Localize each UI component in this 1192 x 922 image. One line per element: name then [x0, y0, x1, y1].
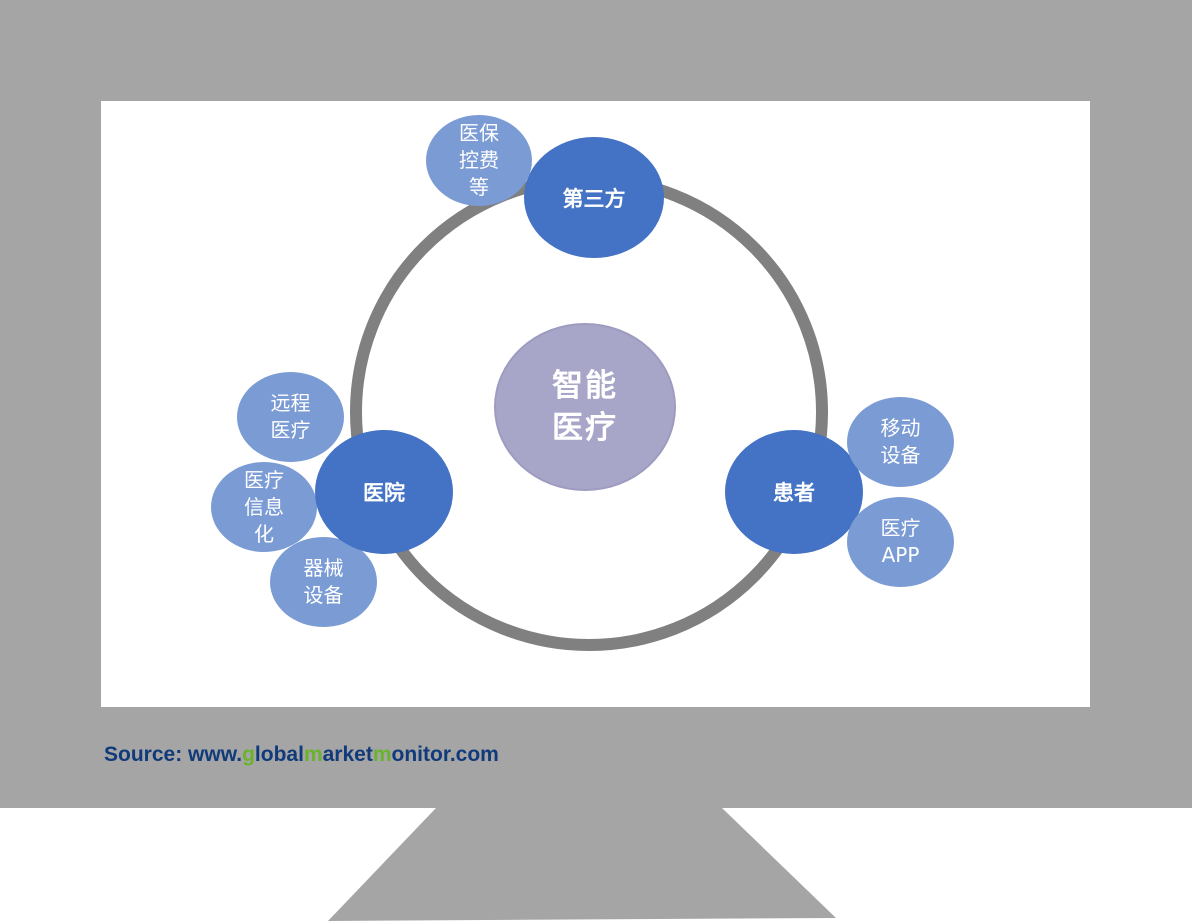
source-part-3: m [303, 743, 323, 766]
node-hospital: 医院 [315, 430, 453, 554]
monitor-stand [328, 808, 836, 921]
node-medical-app: 医疗 APP [847, 497, 954, 587]
node-mobile-device: 移动 设备 [847, 397, 954, 487]
node-medical-informatization: 医疗 信息 化 [211, 462, 317, 552]
source-part-1: g [242, 743, 255, 766]
source-part-5: m [372, 743, 392, 766]
source-part-6: onitor [391, 743, 450, 766]
source-part-4: arket [322, 743, 373, 766]
node-medical-insurance: 医保 控费 等 [426, 115, 532, 206]
source-prefix: Source: www. [104, 743, 243, 766]
node-medical-equipment: 器械 设备 [270, 537, 377, 627]
source-credit: Source: www.globalmarketmonitor.com [104, 743, 499, 767]
source-part-2: lobal [254, 743, 304, 766]
node-patient: 患者 [725, 430, 863, 554]
source-suffix: .com [449, 743, 499, 766]
node-third-party: 第三方 [524, 137, 664, 258]
center-node-smart-healthcare: 智能 医疗 [494, 323, 676, 491]
node-remote-medicine: 远程 医疗 [237, 372, 344, 462]
